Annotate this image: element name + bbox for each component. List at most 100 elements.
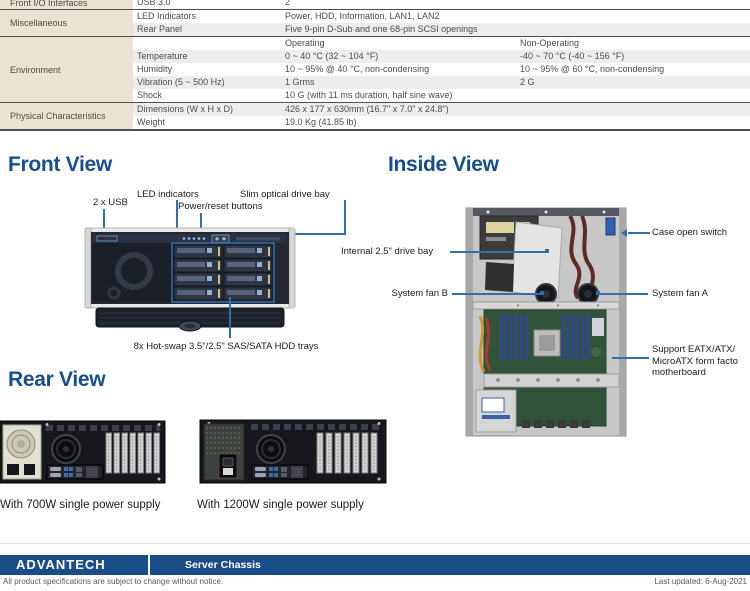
pci-slots xyxy=(316,432,378,474)
caption-1200w: With 1200W single power supply xyxy=(197,499,364,511)
attr-cell: LED Indicators xyxy=(137,11,197,21)
leader-line-hdd xyxy=(229,297,231,338)
value2-cell xyxy=(520,23,750,36)
advantech-logo: ADVANTECH xyxy=(16,557,106,572)
value-cell: Operating xyxy=(285,38,325,48)
attr-cell: Rear Panel xyxy=(137,24,183,34)
label-slim-optical: Slim optical drive bay xyxy=(240,189,330,200)
io-panel xyxy=(251,464,309,480)
rear-view-700w-image xyxy=(0,419,166,489)
value-cell: 426 x 177 x 630mm (16.7" x 7.0" x 24.8") xyxy=(285,104,449,114)
drive-bay-plate xyxy=(485,221,563,299)
label-motherboard-line3: motherboard xyxy=(652,367,706,378)
attr-cell xyxy=(133,37,285,50)
hdd-tray-grid xyxy=(171,242,275,303)
top-control-strip xyxy=(93,234,287,243)
front-view-title: Front View xyxy=(8,153,112,176)
case-open-switch xyxy=(605,217,616,236)
leader-dot-fan-a xyxy=(596,291,600,295)
value2-cell xyxy=(520,116,750,129)
table-row: Temperature 0 ~ 40 °C (32 ~ 104 °F) -40 … xyxy=(133,50,750,63)
table-row: Dimensions (W x H x D) 426 x 177 x 630mm… xyxy=(133,103,750,116)
inside-illustration xyxy=(465,207,627,437)
label-2x-usb: 2 x USB xyxy=(93,197,128,208)
attr-cell: USB 3.0 xyxy=(137,0,171,7)
leader-line-case-open xyxy=(628,232,650,234)
table-group-miscellaneous: Miscellaneous LED Indicators Power, HDD,… xyxy=(0,9,750,36)
rear-view-1200w-image xyxy=(199,418,387,489)
table-row: Weight 19.0 Kg (41.85 lb) xyxy=(133,116,750,129)
value2-cell xyxy=(520,10,750,23)
label-system-fan-a: System fan A xyxy=(652,288,708,299)
label-system-fan-b: System fan B xyxy=(391,288,449,299)
value-cell: 2 xyxy=(285,0,291,7)
attr-cell: Humidity xyxy=(137,64,173,74)
caption-700w: With 700W single power supply xyxy=(0,499,161,511)
footer-last-updated: Last updated: 6-Aug-2021 xyxy=(654,577,747,586)
attr-cell: Dimensions (W x H x D) xyxy=(137,104,234,114)
pci-slots xyxy=(105,432,160,474)
category-cell: Physical Characteristics xyxy=(0,103,133,129)
table-row: Operating Non-Operating xyxy=(133,37,750,50)
leader-dot-drive-bay xyxy=(545,249,549,253)
value2-cell xyxy=(520,0,750,9)
front-panel-illustration xyxy=(84,227,296,332)
leader-line-fan-a xyxy=(600,293,648,295)
table-row: USB 3.0 2 xyxy=(133,0,750,9)
inside-view-title: Inside View xyxy=(388,153,499,176)
system-fans xyxy=(472,283,620,310)
psu-1200w xyxy=(203,423,245,481)
mesh-area xyxy=(93,234,179,302)
value-cell: 10 G (with 11 ms duration, half sine wav… xyxy=(285,90,453,100)
leader-arrow-case-open xyxy=(621,229,627,237)
inside-view-image xyxy=(458,206,634,438)
label-case-open-switch: Case open switch xyxy=(652,227,727,238)
attr-cell: Vibration (5 ~ 500 Hz) xyxy=(137,77,225,87)
label-power-reset: Power/reset buttons xyxy=(178,201,263,212)
front-bezel xyxy=(95,307,285,332)
leader-line-power xyxy=(200,213,202,237)
leader-line-motherboard xyxy=(612,357,649,359)
label-internal-drive-bay: Internal 2.5" drive bay xyxy=(341,246,434,257)
rear-1200w-illustration xyxy=(199,419,387,484)
table-row: Rear Panel Five 9-pin D-Sub and one 68-p… xyxy=(133,23,750,36)
case-fan xyxy=(51,434,81,464)
table-group-physical: Physical Characteristics Dimensions (W x… xyxy=(0,102,750,129)
psu-cables xyxy=(478,315,492,373)
value2-cell: -40 ~ 70 °C (-40 ~ 156 °F) xyxy=(520,51,625,61)
table-row: Shock 10 G (with 11 ms duration, half si… xyxy=(133,89,750,102)
leader-line-led xyxy=(176,200,178,236)
leader-line-fan-b xyxy=(452,293,541,295)
rear-700w-illustration xyxy=(0,420,166,484)
category-cell: Front I/O Interfaces xyxy=(0,0,133,9)
label-motherboard-line2: MicroATX form facto xyxy=(652,355,738,367)
table-row: LED Indicators Power, HDD, Information, … xyxy=(133,10,750,23)
category-cell: Miscellaneous xyxy=(0,10,133,36)
attr-cell: Weight xyxy=(137,117,165,127)
value2-cell: 2 G xyxy=(520,77,535,87)
footer-section-title: Server Chassis xyxy=(185,559,261,571)
value2-cell xyxy=(520,103,750,116)
label-motherboard-support: Support EATX/ATX/ MicroATX form facto mo… xyxy=(652,344,738,379)
power-supply xyxy=(475,389,517,433)
footer-separator xyxy=(0,543,750,544)
category-cell: Environment xyxy=(0,37,133,102)
value2-cell xyxy=(520,89,750,102)
value-cell: 19.0 Kg (41.85 lb) xyxy=(285,117,357,127)
attr-cell: Shock xyxy=(137,90,163,100)
table-group-environment: Environment Operating Non-Operating Temp… xyxy=(0,36,750,102)
value2-cell: Non-Operating xyxy=(520,38,580,48)
footer-bar xyxy=(0,555,750,575)
value-cell: 0 ~ 40 °C (32 ~ 104 °F) xyxy=(285,51,379,61)
label-hdd-trays: 8x Hot-swap 3.5"/2.5" SAS/SATA HDD trays xyxy=(133,341,319,352)
value2-cell: 10 ~ 95% @ 60 °C, non-condensing xyxy=(520,64,665,74)
label-led-indicators: LED indicators xyxy=(137,189,199,200)
value-cell: Five 9-pin D-Sub and one 68-pin SCSI ope… xyxy=(285,24,478,34)
leader-dot-fan-b xyxy=(540,291,544,295)
leader-line-usb xyxy=(103,209,105,236)
footer-divider xyxy=(148,555,150,575)
value-cell: 1 Grms xyxy=(285,77,315,87)
attr-cell: Temperature xyxy=(137,51,188,61)
case-fan xyxy=(256,434,286,464)
